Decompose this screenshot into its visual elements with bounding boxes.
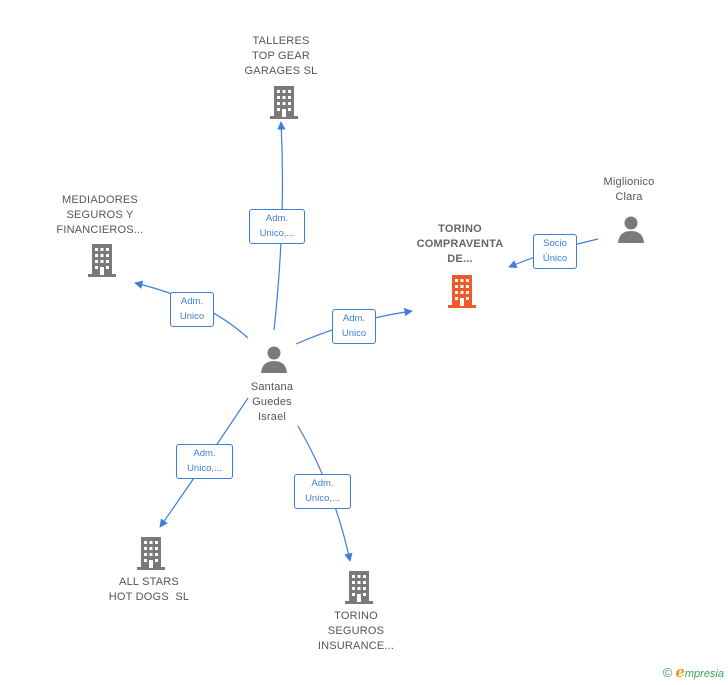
building-icon[interactable] bbox=[343, 569, 375, 605]
edge-label-line: Adm. bbox=[265, 213, 289, 224]
brand-name: mpresia bbox=[684, 668, 724, 680]
label-line: FINANCIEROS... bbox=[56, 224, 144, 236]
edge-label-line: Adm. bbox=[180, 296, 204, 307]
label-line: Israel bbox=[257, 411, 287, 423]
label-line: SEGUROS bbox=[327, 625, 385, 637]
label-line: SEGUROS Y bbox=[66, 209, 134, 221]
brand-initial: e bbox=[675, 663, 685, 681]
node-label-torino-compraventa[interactable]: TORINO COMPRAVENTA DE... bbox=[400, 222, 520, 267]
building-icon[interactable] bbox=[135, 535, 167, 571]
edge-label-line: Adm. bbox=[311, 478, 334, 489]
edge-label-line: Unico bbox=[179, 311, 205, 322]
person-icon[interactable] bbox=[616, 214, 646, 244]
edge-label-line: Unico,... bbox=[259, 228, 295, 239]
edge-label-line: Unico,... bbox=[187, 463, 222, 474]
node-label-santana[interactable]: Santana Guedes Israel bbox=[222, 380, 322, 425]
person-icon[interactable] bbox=[259, 344, 289, 374]
label-line: Guedes bbox=[252, 396, 292, 408]
edge-label-to-talleres[interactable]: Adm. Unico,... bbox=[249, 209, 305, 244]
edge-label-to-mediadores[interactable]: Adm. Unico bbox=[170, 292, 214, 327]
label-line: ALL STARS bbox=[119, 576, 179, 588]
building-icon[interactable] bbox=[268, 84, 300, 120]
node-label-miglionico[interactable]: Miglionico Clara bbox=[579, 175, 679, 205]
node-label-all-stars[interactable]: ALL STARS HOT DOGS SL bbox=[89, 575, 209, 605]
edge-label-line: Unico,... bbox=[305, 493, 340, 504]
label-line: Miglionico bbox=[603, 176, 655, 188]
edge-label-line: Adm. bbox=[342, 313, 366, 324]
label-line: TORINO bbox=[438, 223, 482, 235]
edge-label-to-torino-seguros[interactable]: Adm. Unico,... bbox=[294, 474, 351, 509]
node-label-torino-seguros[interactable]: TORINO SEGUROS INSURANCE... bbox=[296, 609, 416, 654]
edge-label-line: Adm. bbox=[193, 448, 216, 459]
edge-label-line: Único bbox=[542, 253, 568, 264]
label-line: GARAGES SL bbox=[244, 65, 318, 77]
edge-label-line: Unico bbox=[341, 328, 367, 339]
label-line: INSURANCE... bbox=[317, 640, 395, 652]
node-label-talleres[interactable]: TALLERES TOP GEAR GARAGES SL bbox=[221, 34, 341, 79]
edge-label-miglionico-to-torino[interactable]: Socio Único bbox=[533, 234, 577, 269]
edge-label-line: Socio bbox=[543, 238, 567, 249]
label-line: DE... bbox=[447, 253, 473, 265]
label-line: TALLERES bbox=[252, 35, 310, 47]
brand-logo[interactable]: © empresia bbox=[663, 663, 724, 681]
label-line: TORINO bbox=[334, 610, 378, 622]
label-line: TOP GEAR bbox=[251, 50, 311, 62]
label-line: COMPRAVENTA bbox=[416, 238, 504, 250]
label-line: Santana bbox=[250, 381, 294, 393]
label-line: HOT DOGS SL bbox=[108, 591, 190, 603]
copyright-icon: © bbox=[662, 664, 673, 680]
node-label-mediadores[interactable]: MEDIADORES SEGUROS Y FINANCIEROS... bbox=[40, 193, 160, 238]
building-icon[interactable] bbox=[86, 242, 118, 278]
building-icon-highlight[interactable] bbox=[446, 273, 478, 309]
label-line: MEDIADORES bbox=[62, 194, 138, 206]
label-line: Clara bbox=[615, 191, 643, 203]
edge-label-to-all-stars[interactable]: Adm. Unico,... bbox=[176, 444, 233, 479]
edge-label-to-torino-compraventa[interactable]: Adm. Unico bbox=[332, 309, 376, 344]
